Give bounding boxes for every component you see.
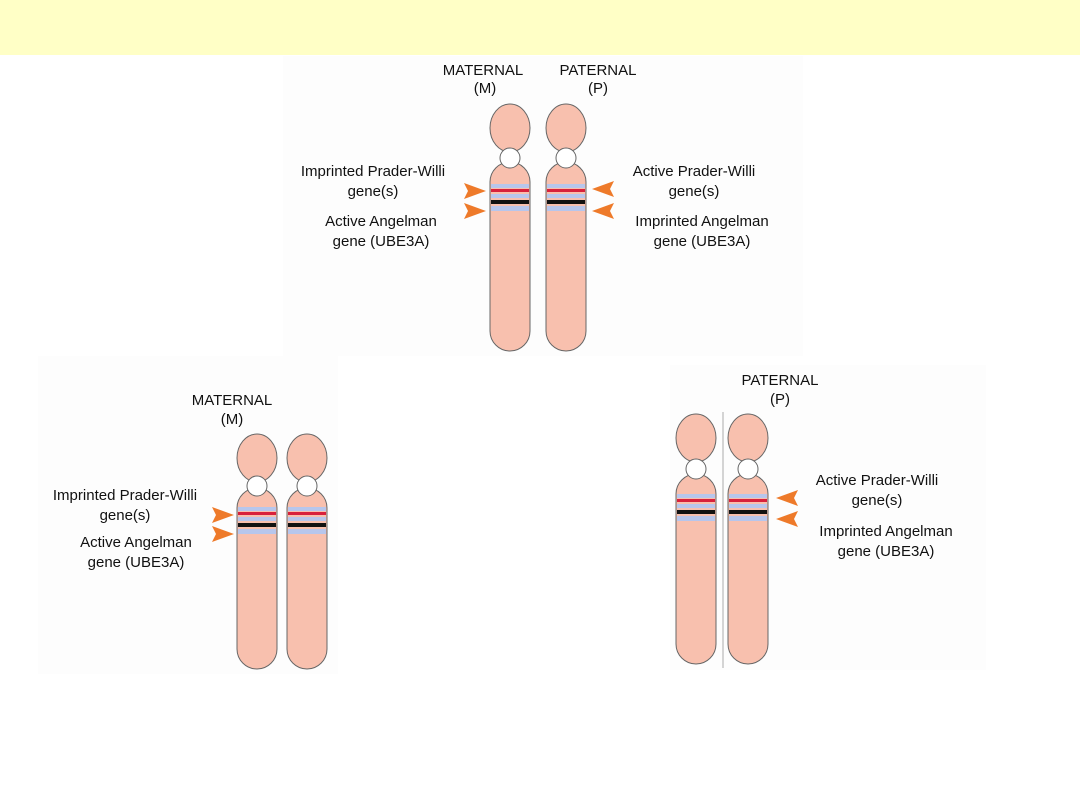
arrow-left-as bbox=[212, 526, 234, 542]
top-right-as-label-line1: Imprinted Angelman bbox=[635, 213, 768, 230]
right-paternal-label: PATERNAL bbox=[742, 372, 819, 389]
panel-normal-inheritance bbox=[283, 56, 803, 356]
chromosome-left-1 bbox=[236, 433, 278, 670]
light-band bbox=[677, 504, 715, 508]
light-band bbox=[238, 507, 276, 511]
chromosome-head bbox=[286, 433, 328, 483]
left-as-label-line2: gene (UBE3A) bbox=[88, 554, 185, 571]
chromosome-top-maternal bbox=[489, 103, 531, 352]
right-paternal-abbrev: (P) bbox=[770, 391, 790, 408]
left-as-label-line1: Active Angelman bbox=[80, 534, 192, 551]
left-pw-label-line2: gene(s) bbox=[100, 507, 151, 524]
prader-willi-band bbox=[288, 512, 326, 515]
light-band bbox=[288, 529, 326, 534]
top-right-pw-label-line2: gene(s) bbox=[669, 183, 720, 200]
chromosome-right-1 bbox=[675, 413, 717, 665]
chromosome-body bbox=[727, 473, 769, 665]
light-band bbox=[547, 206, 585, 211]
prader-willi-band bbox=[238, 512, 276, 515]
right-as-label-line1: Imprinted Angelman bbox=[819, 523, 952, 540]
prader-willi-band bbox=[547, 189, 585, 192]
centromere bbox=[555, 147, 577, 169]
arrow-top-left-pw bbox=[464, 183, 486, 199]
light-band bbox=[288, 517, 326, 521]
chromosome-head bbox=[489, 103, 531, 153]
light-band bbox=[729, 516, 767, 521]
chromosome-head bbox=[727, 413, 769, 463]
top-maternal-abbrev: (M) bbox=[474, 80, 497, 97]
top-maternal-label: MATERNAL bbox=[443, 62, 524, 79]
light-band bbox=[729, 504, 767, 508]
chromosome-body bbox=[675, 473, 717, 665]
top-left-pw-label-line1: Imprinted Prader-Willi bbox=[301, 163, 445, 180]
angelman-band bbox=[491, 200, 529, 204]
top-left-as-label-line1: Active Angelman bbox=[325, 213, 437, 230]
left-pw-label-line1: Imprinted Prader-Willi bbox=[53, 487, 197, 504]
top-right-as-label-line2: gene (UBE3A) bbox=[654, 233, 751, 250]
light-band bbox=[491, 206, 529, 211]
top-paternal-label: PATERNAL bbox=[560, 62, 637, 79]
right-pw-label-line1: Active Prader-Willi bbox=[816, 472, 939, 489]
angelman-band bbox=[238, 523, 276, 527]
prader-willi-band bbox=[677, 499, 715, 502]
angelman-band bbox=[288, 523, 326, 527]
top-left-pw-label-line2: gene(s) bbox=[348, 183, 399, 200]
centromere bbox=[296, 475, 318, 497]
light-band bbox=[238, 517, 276, 521]
centromere bbox=[499, 147, 521, 169]
light-band bbox=[491, 184, 529, 188]
chromosomes bbox=[236, 103, 769, 670]
chromosome-right-2 bbox=[727, 413, 769, 665]
light-band bbox=[547, 194, 585, 198]
chromosome-body bbox=[236, 487, 278, 670]
chromosome-head bbox=[236, 433, 278, 483]
centromere bbox=[246, 475, 268, 497]
arrow-right-as bbox=[776, 511, 798, 527]
arrow-right-pw bbox=[776, 490, 798, 506]
angelman-band bbox=[677, 510, 715, 514]
right-as-label-line2: gene (UBE3A) bbox=[838, 543, 935, 560]
pointer-arrows bbox=[212, 181, 798, 542]
arrow-top-right-as bbox=[592, 203, 614, 219]
arrow-top-right-pw bbox=[592, 181, 614, 197]
top-right-pw-label-line1: Active Prader-Willi bbox=[633, 163, 756, 180]
light-band bbox=[677, 494, 715, 498]
light-band bbox=[491, 194, 529, 198]
top-paternal-abbrev: (P) bbox=[588, 80, 608, 97]
centromere bbox=[685, 458, 707, 480]
prader-willi-band bbox=[729, 499, 767, 502]
left-maternal-label: MATERNAL bbox=[192, 392, 273, 409]
chromosome-head bbox=[545, 103, 587, 153]
chromosome-body bbox=[286, 487, 328, 670]
top-left-as-label-line2: gene (UBE3A) bbox=[333, 233, 430, 250]
right-pw-label-line2: gene(s) bbox=[852, 492, 903, 509]
chromosome-left-2 bbox=[286, 433, 328, 670]
centromere bbox=[737, 458, 759, 480]
left-maternal-abbrev: (M) bbox=[221, 411, 244, 428]
light-band bbox=[547, 184, 585, 188]
light-band bbox=[677, 516, 715, 521]
chromosome-head bbox=[675, 413, 717, 463]
angelman-band bbox=[729, 510, 767, 514]
arrow-left-pw bbox=[212, 507, 234, 523]
prader-willi-band bbox=[491, 189, 529, 192]
light-band bbox=[238, 529, 276, 534]
chromosome-top-paternal bbox=[545, 103, 587, 352]
light-band bbox=[729, 494, 767, 498]
light-band bbox=[288, 507, 326, 511]
angelman-band bbox=[547, 200, 585, 204]
arrow-top-left-as bbox=[464, 203, 486, 219]
title-bar bbox=[0, 0, 1080, 55]
